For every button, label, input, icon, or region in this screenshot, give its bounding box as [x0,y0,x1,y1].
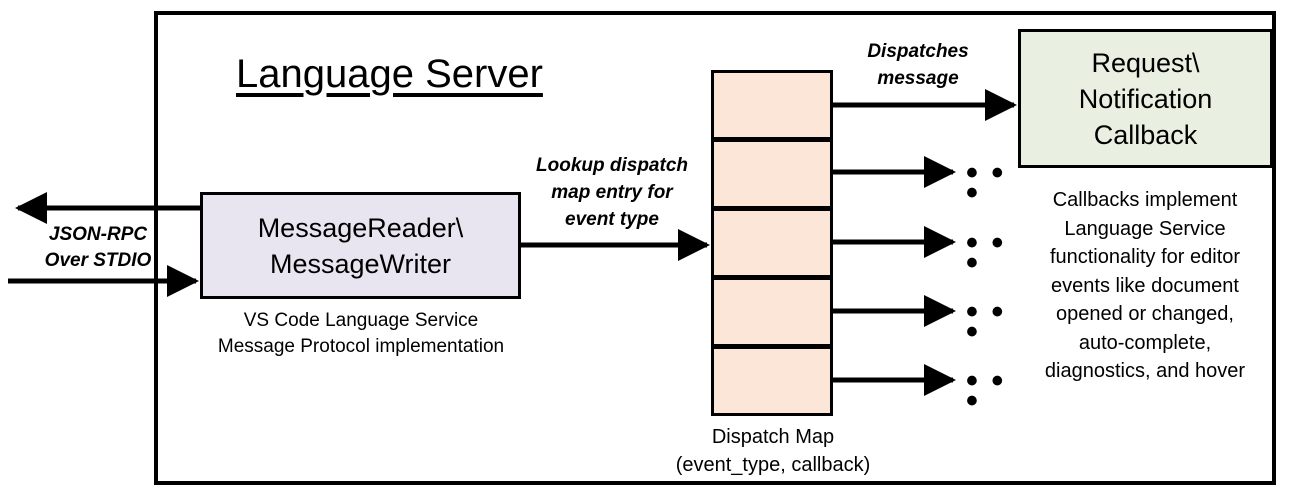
lookup-label-line3: event type [565,209,659,230]
dispatch-map-cell-4[interactable] [711,277,833,347]
message-reader-writer-box[interactable]: MessageReader\ MessageWriter [200,192,521,299]
callback-caption-line-4: events like document [1051,274,1239,297]
dispatches-message-label: Dispatches message [838,38,998,92]
dispatch-map-caption: Dispatch Map (event_type, callback) [645,423,901,479]
callback-caption-line-6: auto-complete, [1078,331,1212,354]
dispatch-map-caption-line2: (event_type, callback) [675,454,871,476]
message-caption-line2: Message Protocol implementation [217,336,505,357]
dispatch-map-caption-line1: Dispatch Map [711,426,835,448]
request-notification-callback-box[interactable]: Request\ Notification Callback [1018,29,1273,168]
jsonrpc-label-line1: JSON-RPC [48,224,148,245]
callback-caption-line-7: diagnostics, and hover [1044,360,1246,382]
callback-box-line2: Notification [1078,83,1213,114]
callback-box-caption: Callbacks implement Language Service fun… [1008,186,1282,386]
callback-box-line3: Callback [1093,119,1198,150]
callback-caption-line-5: opened or changed, [1056,303,1234,325]
message-box-caption: VS Code Language Service Message Protoco… [175,308,547,360]
lookup-dispatch-label: Lookup dispatch map entry for event type [519,152,705,233]
callback-caption-line-3: functionality for editor [1049,246,1241,268]
dispatch-map-cell-2[interactable] [711,139,833,209]
callback-caption-line-2: Language Service [1064,217,1226,240]
dispatch-map-cell-3[interactable] [711,208,833,278]
message-box-line2: MessageWriter [269,248,452,279]
jsonrpc-channel-label: JSON-RPC Over STDIO [28,222,168,274]
lookup-label-line1: Lookup dispatch [536,155,688,176]
lookup-label-line2: map entry for [551,182,673,203]
dispatches-label-line2: message [877,68,959,89]
dispatch-target-ellipsis-2: • • • [966,154,1006,212]
dispatches-label-line1: Dispatches [867,41,969,62]
page-title: Language Server [236,52,543,96]
callback-caption-line-1: Callbacks implement [1052,189,1238,211]
language-server-frame [154,11,1276,485]
dispatch-map-cell-5[interactable] [711,346,833,416]
callback-box-line1: Request\ [1091,47,1200,78]
jsonrpc-label-line2: Over STDIO [44,250,152,271]
dispatch-target-ellipsis-5: • • • [966,362,1006,420]
dispatch-target-ellipsis-3: • • • [966,224,1006,282]
dispatch-target-ellipsis-4: • • • [966,293,1006,351]
dispatch-map-cell-1[interactable] [711,70,833,140]
message-caption-line1: VS Code Language Service [243,310,479,331]
message-box-line1: MessageReader\ [257,212,464,243]
